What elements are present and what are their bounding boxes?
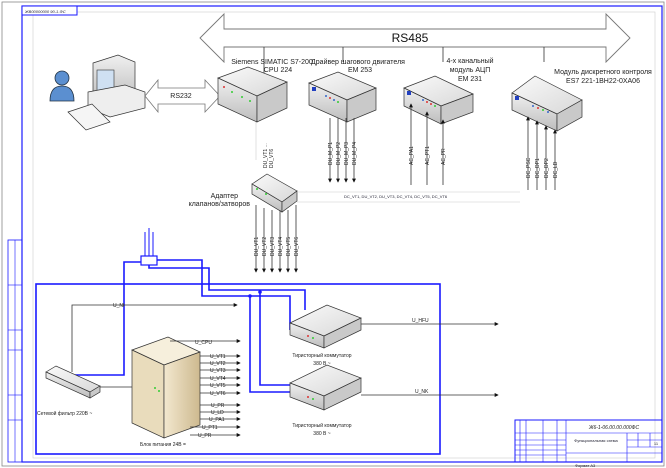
stepper-label-2: EM 253 (348, 67, 372, 74)
adapter-output-lines (254, 205, 298, 273)
thyristor1-label-2: 380 В ~ (313, 361, 330, 367)
doc-code: Ж6-1-06.00.00.000ФС (588, 425, 640, 431)
u-ni-line (71, 303, 238, 372)
thyristor1-label-1: Тиристорный коммутатор (292, 352, 351, 359)
top-stamp: ЖВ00000000 90-1-ФС (24, 9, 66, 14)
stepper-out-2: DU_M_P2 (336, 142, 342, 165)
adc-in-2: AC_PT1 (425, 146, 431, 165)
psu-out-6: U_VT5 (210, 383, 226, 389)
discrete-in-3: DC_DP2 (544, 158, 550, 178)
u-hfu-label: U_HFU (412, 318, 429, 324)
plc-out-2: DU_VT6 (269, 149, 275, 168)
psu-out-3: U_VT2 (210, 361, 226, 367)
discrete-label-2: ES7 221-1BH22-0XA06 (566, 78, 640, 85)
power-wiring (35, 259, 441, 455)
discrete-in-2: DC_DP1 (535, 158, 541, 178)
adapter-label-1: Адаптер (211, 193, 238, 200)
psu-out-11: U_PT1 (202, 425, 218, 431)
u-nk-label: U_NK (415, 389, 429, 395)
stepper-out-3: DU_M_P3 (344, 142, 350, 165)
rs485-label: RS485 (392, 31, 429, 45)
filter-label: Сетевой фильтр 220В ~ (37, 410, 92, 417)
power-supply-unit[interactable] (131, 336, 201, 439)
discrete-in-1: DC_PSC (526, 157, 532, 178)
discrete-input-lines (526, 116, 557, 190)
top-stamp-box (21, 5, 78, 16)
psu-out-7: U_VT6 (210, 391, 226, 397)
plc-label-1: Siemens SIMATIC S7-200 (231, 59, 313, 66)
valve-adapter[interactable] (251, 173, 298, 213)
adc-label-3: EM 231 (458, 76, 482, 83)
adapter-out-2: DU_VT2 (262, 237, 268, 256)
u-ni-label: U_NI (113, 303, 124, 309)
adc-in-1: AC_PA1 (409, 146, 415, 165)
plc-s7-200[interactable] (217, 66, 288, 123)
psu-out-2: U_VT1 (210, 354, 226, 360)
adapter-label-2: клапанов/затворов (189, 201, 251, 208)
adc-module-em231[interactable] (403, 75, 474, 125)
doc-title: Функциональная схема (574, 438, 618, 443)
discrete-module-es7[interactable] (511, 75, 583, 132)
adc-label-2: модуль АЦП (450, 67, 491, 74)
adc-input-lines (409, 103, 445, 185)
adapter-out-5: DU_VT5 (286, 237, 292, 256)
discrete-in-4: DC_LD (553, 161, 559, 178)
rs232-label: RS232 (170, 93, 192, 100)
stepper-driver-em253[interactable] (308, 71, 377, 123)
thyristor-switch-2[interactable] (289, 364, 362, 411)
user-icon (49, 70, 75, 102)
network-filter[interactable] (45, 365, 101, 399)
adc-in-3: AC_PR (441, 148, 447, 165)
psu-out-10: U_PA1 (209, 417, 225, 423)
format-label: Формат А3 (575, 463, 596, 468)
stepper-label-1: Драйвер шагового двигателя (311, 58, 405, 66)
thyristor2-label-2: 380 В ~ (313, 431, 330, 437)
power-plug-icon (140, 228, 158, 266)
plc-out-1: DU_VT1 ... (263, 143, 269, 168)
stepper-output-lines (328, 118, 356, 183)
dc-bus-label: DC_VT1, DU_VT2, DU_VT3, DC_VT4, DC_VT5, … (344, 194, 448, 199)
thyristor2-label-1: Тиристорный коммутатор (292, 422, 351, 429)
left-margin-boxes (7, 239, 23, 463)
psu-out-5: U_VT4 (210, 376, 226, 382)
sheet-number: 11 (654, 441, 659, 446)
discrete-label-1: Модуль дискретного контроля (554, 69, 652, 76)
computer-icon[interactable] (67, 54, 146, 131)
rs485-bus-arrow (199, 12, 631, 64)
thyristor-switch-1[interactable] (289, 304, 362, 349)
psu-label: Блок питания 24В = (140, 442, 186, 448)
stepper-out-1: DU_M_P1 (328, 142, 334, 165)
inner-margin (32, 11, 656, 459)
psu-out-1: U_CPU (195, 340, 212, 346)
psu-out-12: U_PR (198, 433, 212, 439)
title-block (514, 419, 663, 463)
adapter-out-3: DU_VT3 (270, 237, 276, 256)
psu-output-lines (170, 339, 241, 437)
stepper-out-4: DU_M_P4 (352, 142, 358, 165)
psu-out-9: U_LD (211, 410, 224, 416)
adapter-out-6: DU_VT6 (294, 237, 300, 256)
psu-out-4: U_VT3 (210, 368, 226, 374)
plc-label-2: CPU 224 (264, 67, 293, 74)
adc-label-1: 4-х канальный (446, 57, 493, 65)
drawing-frame (21, 5, 663, 463)
adapter-out-4: DU_VT4 (278, 237, 284, 256)
psu-out-8: U_PR (211, 403, 225, 409)
adapter-out-1: DU_VT1 (254, 237, 260, 256)
